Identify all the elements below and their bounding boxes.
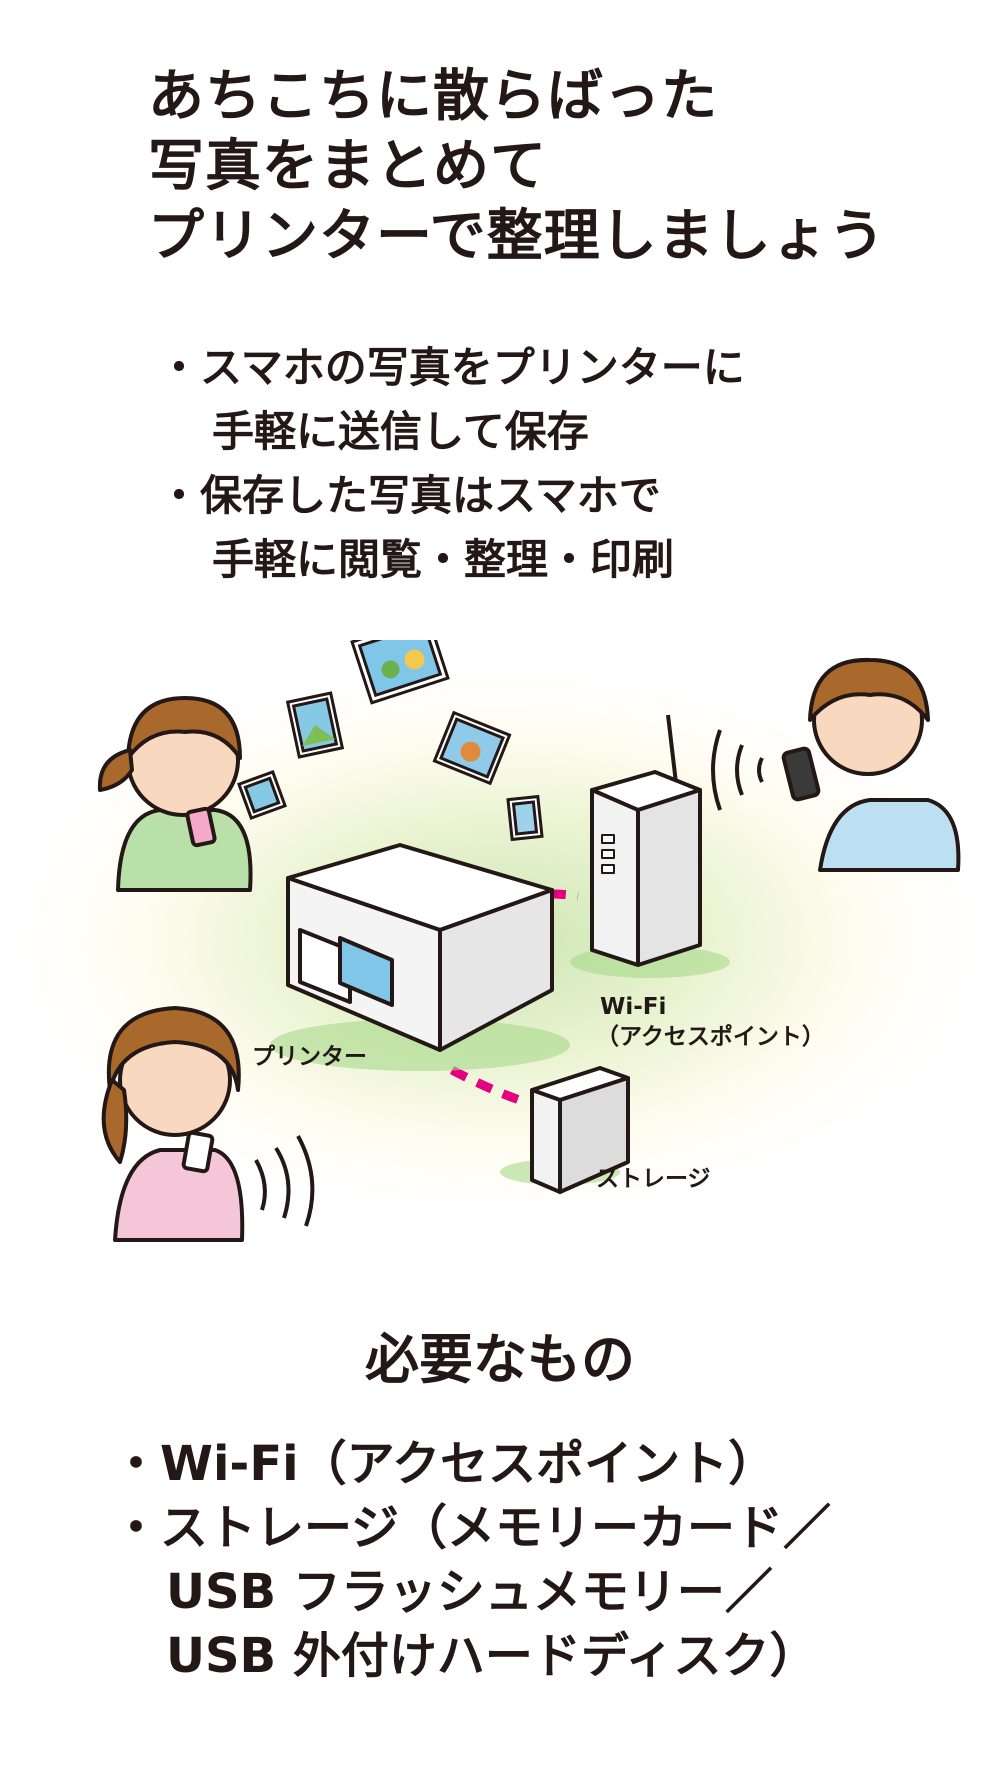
man-with-phone-top-right xyxy=(711,657,961,872)
storage-label: ストレージ xyxy=(596,1166,711,1192)
point-2-line-1: ・保存した写真はスマホで xyxy=(158,471,661,520)
requirement-storage-line-1: ・ストレージ（メモリーカード／ xyxy=(112,1500,832,1556)
requirement-storage-line-2: USB フラッシュメモリー／ xyxy=(166,1564,773,1620)
requirement-wifi: ・Wi-Fi（アクセスポイント） xyxy=(112,1436,777,1492)
requirements-heading: 必要なもの xyxy=(365,1328,635,1391)
girl-with-phone-bottom-left xyxy=(101,1006,315,1242)
title-line-1: あちこちに散らばった xyxy=(148,64,718,129)
requirements-list: ・Wi-Fi（アクセスポイント） ・ストレージ（メモリーカード／ USB フラッ… xyxy=(112,1432,992,1688)
printer-screen xyxy=(338,936,394,1007)
photo-small-left xyxy=(237,770,287,820)
wifi-router xyxy=(570,714,730,978)
storage-drive xyxy=(500,1066,630,1194)
floating-photos xyxy=(237,640,544,842)
wifi-label-line-1: Wi-Fi xyxy=(600,994,667,1020)
printer-storage-connection xyxy=(449,1066,527,1107)
photo-medium-left xyxy=(285,691,345,759)
illustration-drawing xyxy=(97,640,961,1242)
photo-small-right xyxy=(506,794,544,842)
point-1-line-1: ・スマホの写真をプリンターに xyxy=(158,343,745,392)
printer xyxy=(270,843,570,1071)
wifi-label-line-2: （アクセスポイント） xyxy=(596,1024,825,1050)
photo-medium-right xyxy=(432,710,512,786)
printer-label: プリンター xyxy=(252,1044,367,1070)
feature-points: ・スマホの写真をプリンターに 手軽に送信して保存 ・保存した写真はスマホで 手軽… xyxy=(158,336,978,592)
page-title: あちこちに散らばった 写真をまとめて プリンターで整理しましょう xyxy=(148,62,968,272)
requirement-storage-line-3: USB 外付けハードディスク） xyxy=(166,1628,818,1684)
point-1-line-2: 手軽に送信して保存 xyxy=(212,407,589,456)
illustration: プリンター Wi-Fi （アクセスポイント） ストレージ xyxy=(0,640,1000,1260)
title-line-2: 写真をまとめて xyxy=(148,134,547,199)
photo-large xyxy=(350,640,450,705)
woman-with-phone-top-left xyxy=(97,696,253,892)
title-line-3: プリンターで整理しましょう xyxy=(148,204,886,269)
point-2-line-2: 手軽に閲覧・整理・印刷 xyxy=(212,535,675,584)
